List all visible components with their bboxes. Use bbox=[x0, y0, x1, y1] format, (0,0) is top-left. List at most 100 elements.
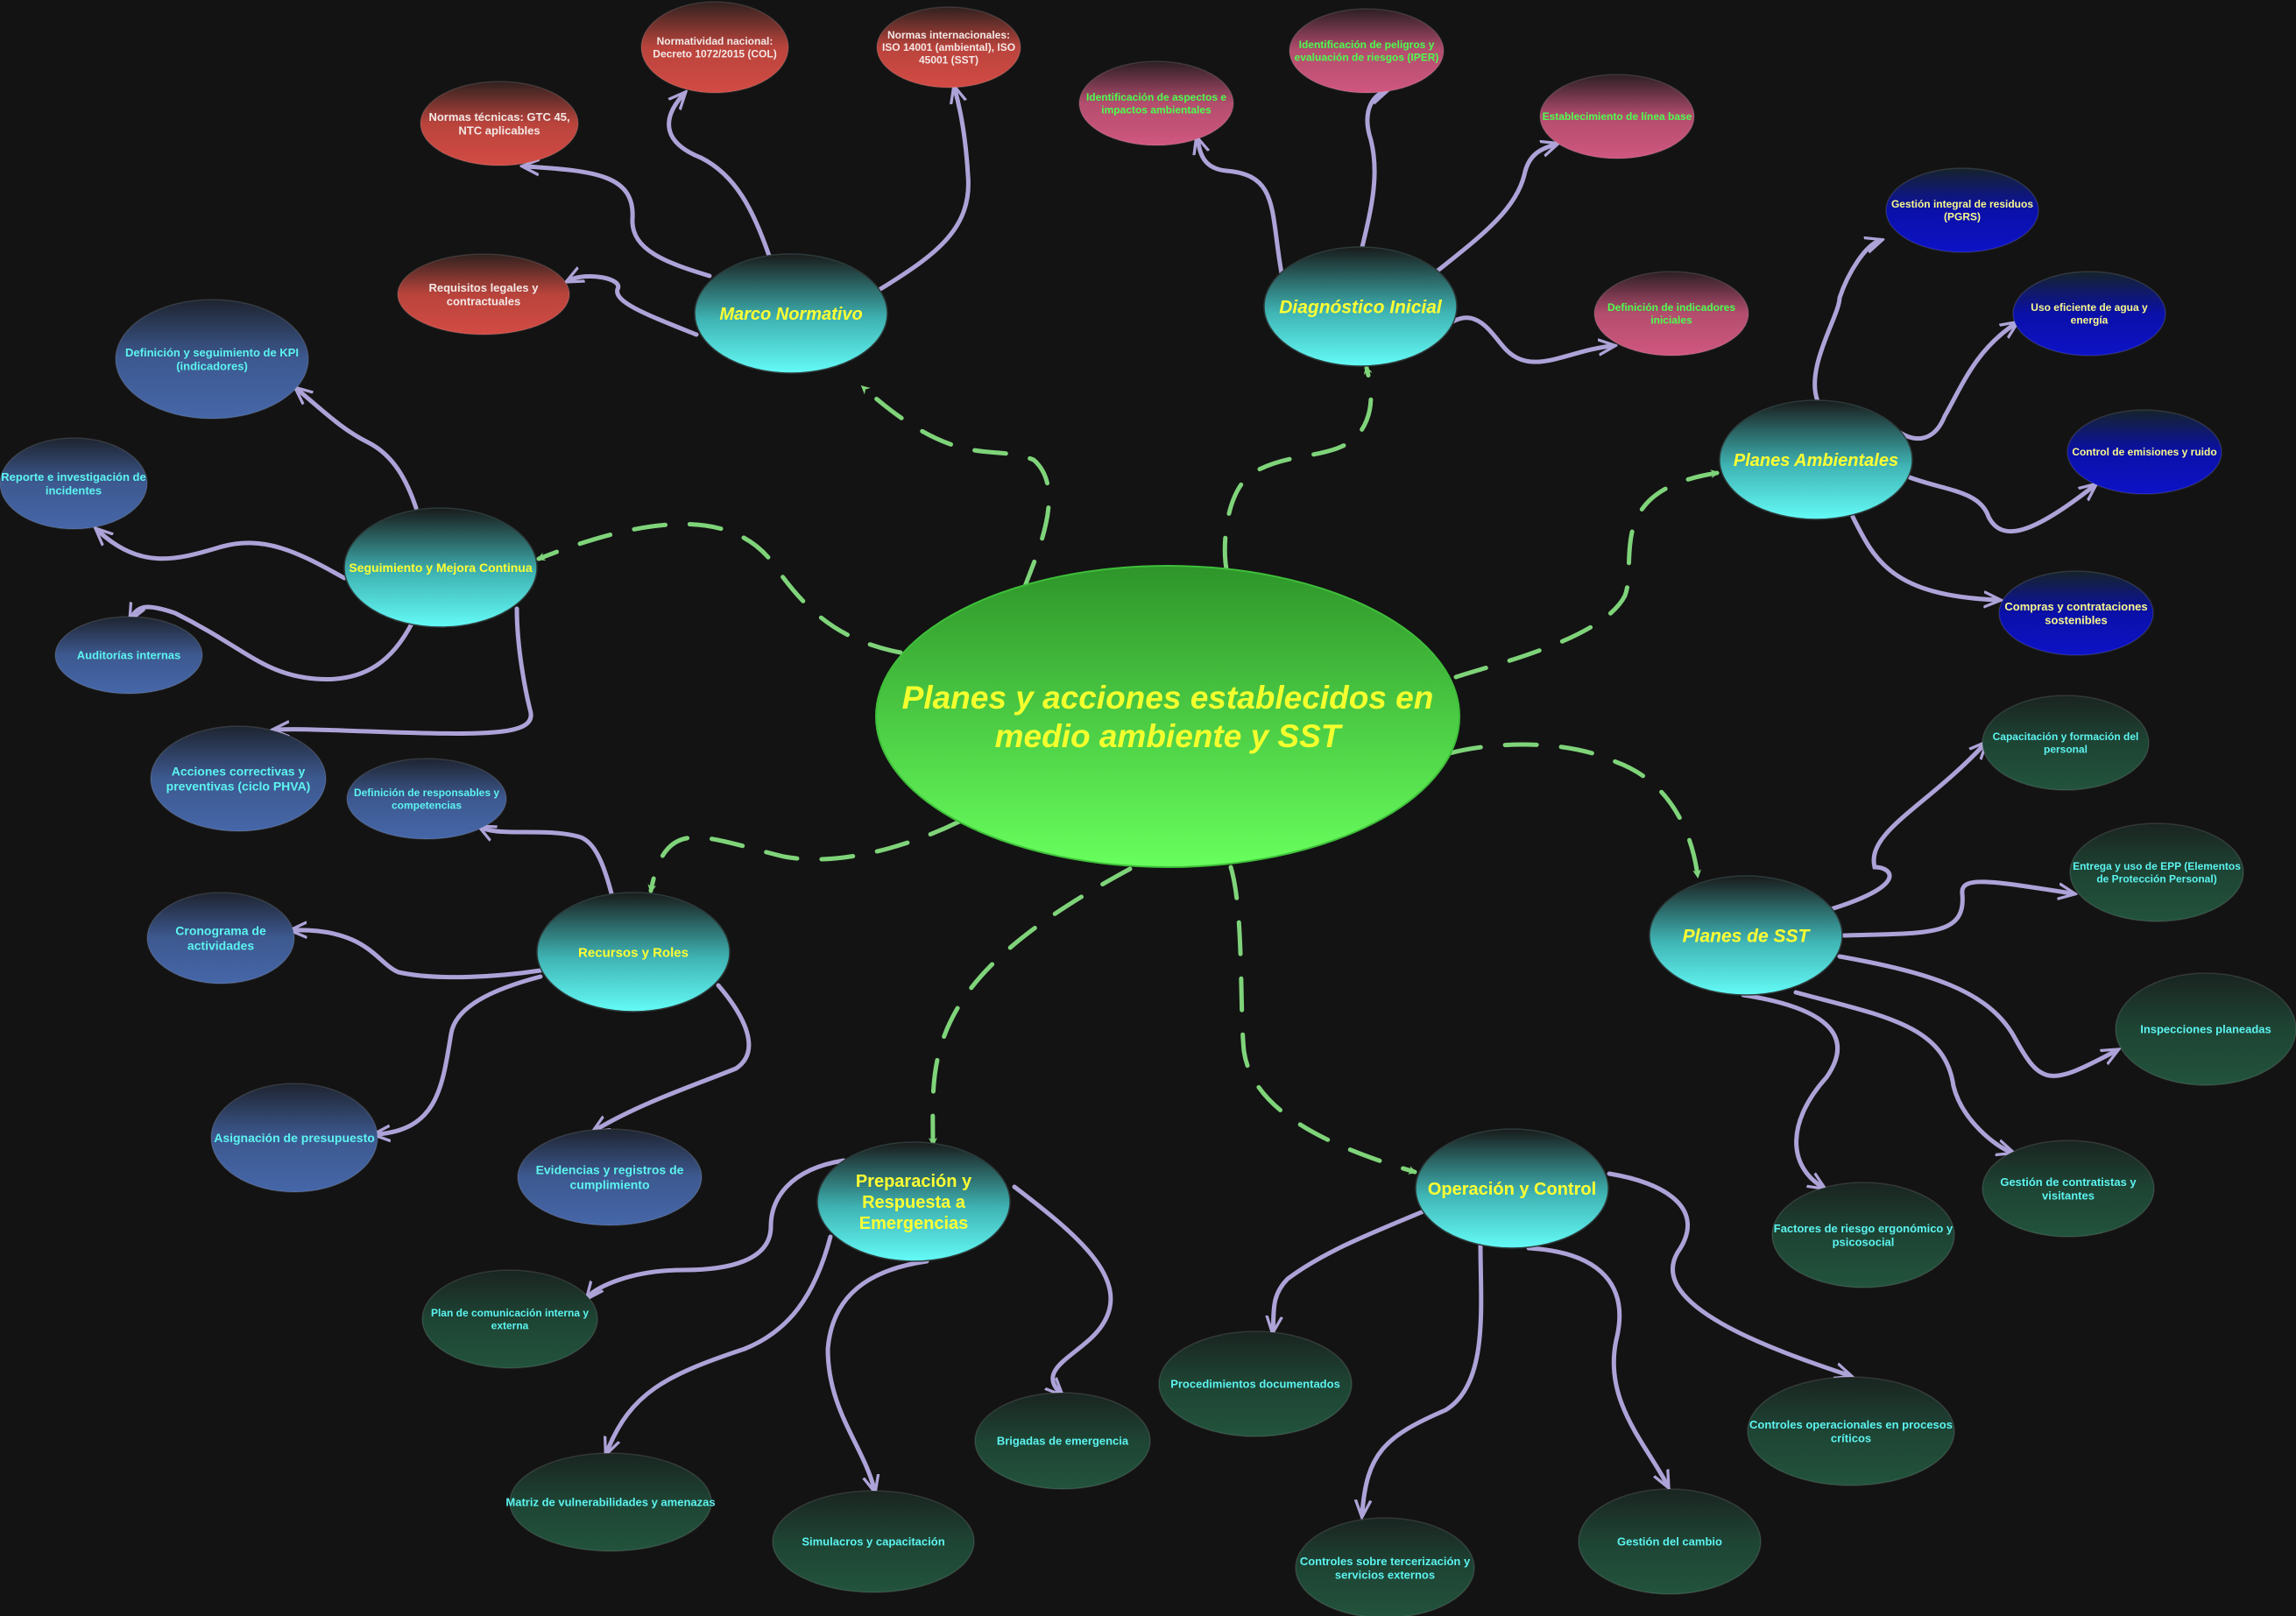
branch-node-planes-sst[interactable]: Planes de SST bbox=[1649, 875, 1843, 996]
leaf-ellipse bbox=[640, 1, 789, 94]
connector-to-capacitacion bbox=[1828, 744, 1984, 912]
node-label-line: 45001 (SST) bbox=[919, 54, 978, 67]
node-label-line: Reporte e investigación de bbox=[1, 470, 145, 483]
branch-ellipse bbox=[343, 507, 538, 628]
leaf-node-normas-tecnicas[interactable]: Normas técnicas: GTC 45,NTC aplicables bbox=[420, 81, 579, 166]
connector-center-to-recursos-roles bbox=[647, 819, 962, 893]
node-label-line: incidentes bbox=[46, 483, 102, 497]
node-label-line: ISO 14001 (ambiental), ISO bbox=[882, 41, 1015, 53]
leaf-node-controles-criticos[interactable]: Controles operacionales en procesoscríti… bbox=[1747, 1376, 1955, 1486]
node-label-line: Definición y seguimiento de KPI bbox=[125, 346, 299, 359]
node-label-line: Identificación de aspectos e bbox=[1086, 91, 1226, 103]
node-label-line: Gestión de contratistas y bbox=[2000, 1175, 2137, 1189]
leaf-node-brigadas[interactable]: Brigadas de emergencia bbox=[974, 1392, 1151, 1490]
leaf-node-pgrs[interactable]: Gestión integral de residuos(PGRS) bbox=[1885, 167, 2039, 253]
connector-to-peligros-iper bbox=[1360, 92, 1384, 250]
leaf-ellipse bbox=[772, 1490, 975, 1593]
node-label-line: Compras y contrataciones bbox=[2004, 600, 2147, 613]
node-label-line: Definición de indicadores bbox=[1607, 301, 1735, 314]
node-label-line: evaluación de riesgos (IPER) bbox=[1295, 51, 1439, 63]
leaf-ellipse bbox=[1885, 167, 2039, 253]
branch-ellipse bbox=[1719, 399, 1913, 520]
leaf-node-inspecciones[interactable]: Inspecciones planeadas bbox=[2115, 972, 2296, 1086]
leaf-ellipse bbox=[210, 1083, 378, 1193]
leaf-node-emisiones-ruido[interactable]: Control de emisiones y ruido bbox=[2066, 409, 2222, 495]
connector-to-matriz-vulnerabilidades bbox=[607, 1234, 833, 1451]
node-label-line: visitantes bbox=[2042, 1189, 2095, 1202]
node-label-line: sostenibles bbox=[2045, 613, 2108, 626]
connector-to-presupuesto bbox=[377, 974, 543, 1134]
leaf-ellipse bbox=[420, 81, 579, 166]
branch-ellipse bbox=[1415, 1128, 1609, 1249]
leaf-node-simulacros[interactable]: Simulacros y capacitación bbox=[772, 1490, 975, 1593]
leaf-node-auditorias[interactable]: Auditorías internas bbox=[54, 616, 203, 695]
connector-to-indicadores-iniciales bbox=[1424, 315, 1612, 364]
node-label-line: Cronograma de bbox=[175, 924, 266, 938]
node-label-line: Definición de responsables y bbox=[354, 787, 499, 799]
leaf-node-tercerizacion[interactable]: Controles sobre tercerización yservicios… bbox=[1295, 1517, 1475, 1616]
central-topic-ellipse bbox=[875, 565, 1460, 868]
branch-node-operacion-control[interactable]: Operación y Control bbox=[1415, 1128, 1609, 1249]
node-label-line: Preparación y bbox=[856, 1172, 972, 1191]
branch-node-marco-normativo[interactable]: Marco Normativo bbox=[694, 253, 888, 374]
leaf-node-gestion-cambio[interactable]: Gestión del cambio bbox=[1578, 1488, 1762, 1595]
connector-to-responsables bbox=[482, 828, 614, 896]
node-label-line: Acciones correctivas y bbox=[172, 765, 306, 779]
connector-center-to-planes-ambientales bbox=[1453, 469, 1720, 680]
leaf-node-normatividad-nacional[interactable]: Normatividad nacional:Decreto 1072/2015 … bbox=[640, 1, 789, 94]
leaf-node-procedimientos[interactable]: Procedimientos documentados bbox=[1158, 1330, 1353, 1437]
connector-to-cronograma bbox=[293, 930, 543, 980]
node-label-line: Brigadas de emergencia bbox=[997, 1435, 1129, 1448]
node-label-line: Evidencias y registros de bbox=[536, 1163, 684, 1177]
connector-center-to-diagnostico-inicial bbox=[1222, 365, 1374, 572]
connector-to-normatividad-nacional bbox=[667, 95, 772, 258]
branch-node-recursos-roles[interactable]: Recursos y Roles bbox=[536, 892, 731, 1013]
node-label-line: Control de emisiones y ruido bbox=[2072, 446, 2216, 458]
leaf-node-normas-internacionales[interactable]: Normas internacionales:ISO 14001 (ambien… bbox=[876, 6, 1021, 88]
node-label-line: Capacitación y formación del bbox=[1993, 730, 2139, 743]
leaf-node-kpi[interactable]: Definición y seguimiento de KPI(indicado… bbox=[115, 299, 309, 420]
branch-node-seguimiento-mejora[interactable]: Seguimiento y Mejora Continua bbox=[343, 507, 538, 628]
connector-center-to-operacion-control bbox=[1228, 864, 1417, 1175]
leaf-node-ergonomico[interactable]: Factores de riesgo ergonómico ypsicosoci… bbox=[1771, 1182, 1955, 1288]
connector-to-kpi bbox=[298, 390, 419, 511]
leaf-node-linea-base[interactable]: Establecimiento de línea base bbox=[1539, 74, 1695, 159]
connector-to-reporte-incidentes bbox=[98, 531, 347, 581]
leaf-ellipse bbox=[974, 1392, 1151, 1490]
leaf-ellipse bbox=[115, 299, 309, 420]
leaf-node-matriz-vulnerabilidades[interactable]: Matriz de vulnerabilidades y amenazas bbox=[505, 1452, 716, 1552]
node-label-line: Inspecciones planeadas bbox=[2140, 1023, 2271, 1036]
node-label-line: Gestión del cambio bbox=[1617, 1535, 1722, 1549]
branch-ellipse bbox=[694, 253, 888, 374]
node-label-line: actividades bbox=[187, 938, 254, 952]
leaf-node-presupuesto[interactable]: Asignación de presupuesto bbox=[210, 1083, 378, 1193]
branch-node-planes-ambientales[interactable]: Planes Ambientales bbox=[1719, 399, 1913, 520]
node-label-line: Normatividad nacional: bbox=[657, 35, 774, 47]
leaf-ellipse bbox=[1158, 1330, 1353, 1437]
leaf-ellipse bbox=[150, 725, 327, 832]
node-label-line: Recursos y Roles bbox=[578, 945, 689, 960]
branch-ellipse bbox=[1649, 875, 1843, 996]
connector-to-pgrs bbox=[1812, 241, 1879, 404]
branch-node-diagnostico-inicial[interactable]: Diagnóstico Inicial bbox=[1263, 246, 1458, 367]
connector-to-evidencias bbox=[596, 983, 752, 1130]
connector-to-simulacros bbox=[825, 1259, 929, 1489]
leaf-ellipse bbox=[2066, 409, 2222, 495]
